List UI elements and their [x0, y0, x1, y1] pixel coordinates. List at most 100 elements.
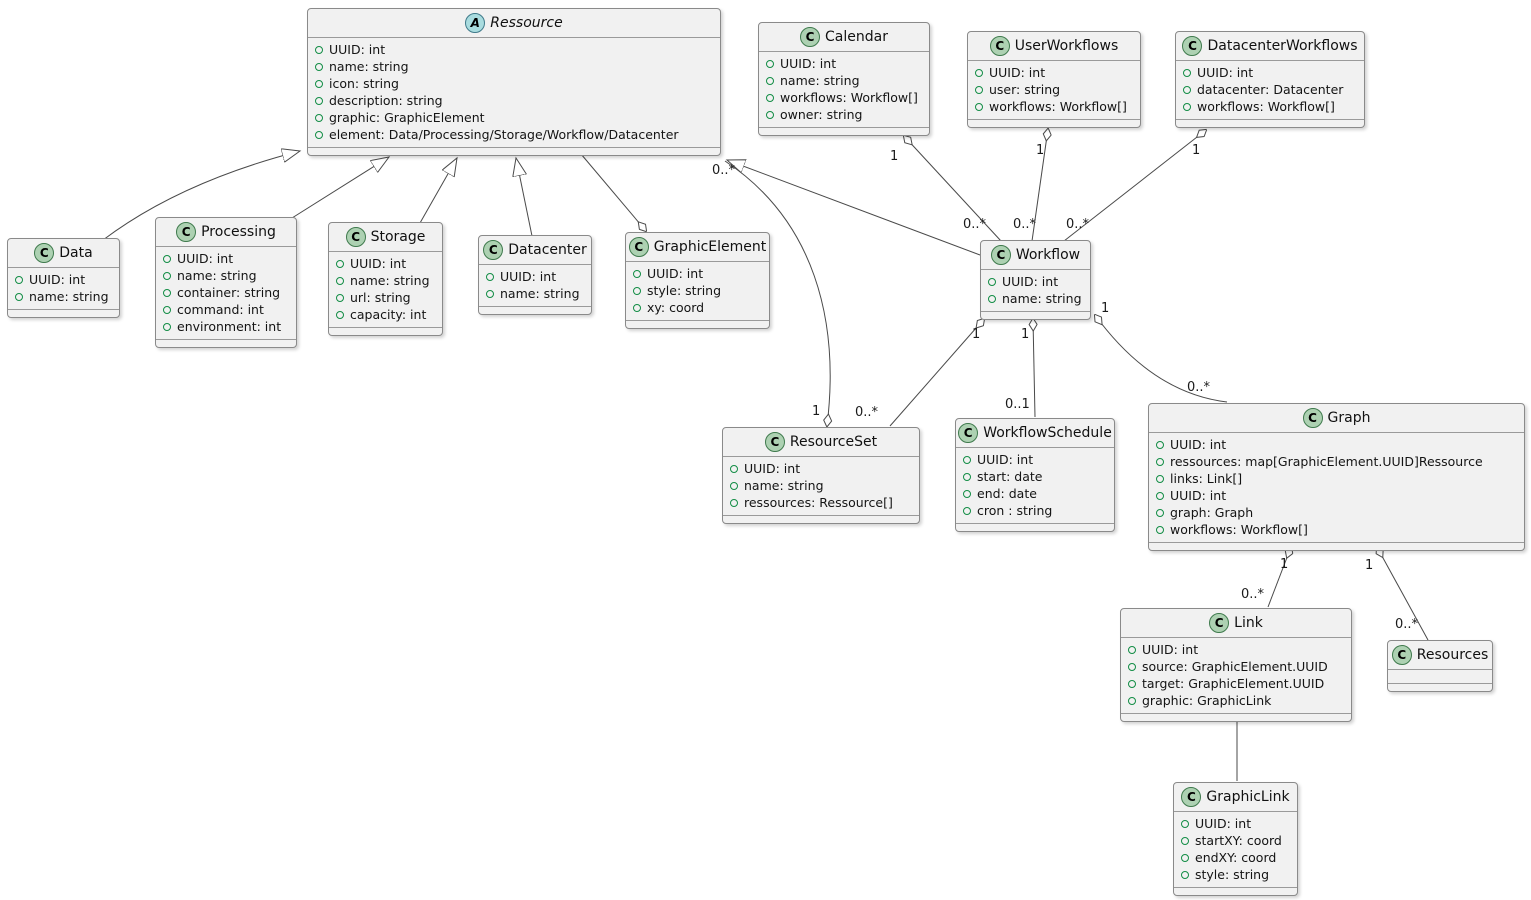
field-visibility-icon [1156, 474, 1164, 483]
class-attribute: name: string [329, 272, 442, 289]
attribute-text: UUID: int [1170, 437, 1227, 452]
class-attribute: UUID: int [626, 265, 769, 282]
field-visibility-icon [1183, 68, 1191, 77]
attribute-text: container: string [177, 285, 281, 300]
field-visibility-icon [315, 79, 323, 88]
class-attribute: element: Data/Processing/Storage/Workflo… [308, 126, 720, 143]
edge-workflow-aggregates-resourceset [889, 319, 984, 427]
class-attribute: capacity: int [329, 306, 442, 323]
class-attribute: datacenter: Datacenter [1176, 81, 1364, 98]
attribute-text: owner: string [780, 107, 863, 122]
class-name: ResourceSet [789, 434, 878, 450]
class-attribute: startXY: coord [1174, 832, 1297, 849]
attribute-text: name: string [329, 59, 409, 74]
class-attribute: name: string [479, 285, 591, 302]
attribute-text: capacity: int [350, 307, 427, 322]
edge-data-extends-ressource [102, 151, 300, 241]
class-name: GraphicLink [1206, 789, 1290, 805]
edge-workflow-aggregates-workflowschedule [1033, 319, 1035, 418]
class-attribute: UUID: int [308, 41, 720, 58]
class-attribute: UUID: int [156, 250, 296, 267]
class-icon: C [34, 243, 55, 263]
class-attribute: name: string [723, 477, 919, 494]
class-name: Data [59, 245, 93, 261]
attribute-text: datacenter: Datacenter [1197, 82, 1344, 97]
edge-resourceset-aggregates-ressource [724, 160, 830, 426]
field-visibility-icon [1128, 662, 1136, 671]
field-visibility-icon [486, 272, 494, 281]
class-attribute: UUID: int [8, 271, 119, 288]
methods-compartment [968, 119, 1140, 127]
class-attribute: workflows: Workflow[] [968, 98, 1140, 115]
methods-compartment [8, 309, 119, 317]
edge-calendar-aggregates-workflow [904, 136, 1002, 242]
field-visibility-icon [1181, 836, 1189, 845]
class-attribute: endXY: coord [1174, 849, 1297, 866]
class-attribute: UUID: int [1149, 487, 1524, 504]
class-attribute: UUID: int [479, 268, 591, 285]
class-attribute: owner: string [759, 106, 929, 123]
field-visibility-icon [1183, 85, 1191, 94]
class-name: Resources [1416, 647, 1489, 663]
class-icon: C [1209, 613, 1230, 633]
class-icon: C [1181, 787, 1202, 807]
class-icon: C [628, 237, 649, 257]
edge-processing-extends-ressource [291, 157, 389, 219]
class-name: DatacenterWorkflows [1207, 38, 1358, 54]
field-visibility-icon [1183, 102, 1191, 111]
field-visibility-icon [15, 275, 23, 284]
class-name: Link [1234, 615, 1263, 631]
class-attribute: name: string [156, 267, 296, 284]
class-icon: C [800, 27, 821, 47]
multiplicity-label: 1 [1101, 301, 1109, 316]
field-visibility-icon [336, 310, 344, 319]
class-attribute: UUID: int [723, 460, 919, 477]
multiplicity-label: 0..* [712, 163, 736, 178]
class-attribute: url: string [329, 289, 442, 306]
class-attribute: name: string [759, 72, 929, 89]
field-visibility-icon [1156, 525, 1164, 534]
field-visibility-icon [988, 277, 996, 286]
class-icon: C [990, 245, 1011, 265]
field-visibility-icon [1181, 870, 1189, 879]
class-attribute: description: string [308, 92, 720, 109]
field-visibility-icon [163, 254, 171, 263]
field-visibility-icon [1156, 457, 1164, 466]
class-attribute: graphic: GraphicLink [1121, 692, 1351, 709]
edge-workflow-extends-ressource [727, 160, 981, 256]
attribute-text: graphic: GraphicElement [329, 110, 485, 125]
attribute-text: UUID: int [977, 452, 1034, 467]
class-attribute: UUID: int [1149, 436, 1524, 453]
multiplicity-label: 1 [972, 327, 980, 342]
attribute-text: xy: coord [647, 300, 705, 315]
class-attribute: ressources: map[GraphicElement.UUID]Ress… [1149, 453, 1524, 470]
multiplicity-label: 0..1 [1005, 397, 1030, 412]
methods-compartment [479, 306, 591, 314]
field-visibility-icon [15, 292, 23, 301]
attribute-text: name: string [744, 478, 824, 493]
methods-compartment [981, 311, 1090, 319]
attribute-text: end: date [977, 486, 1037, 501]
field-visibility-icon [1181, 853, 1189, 862]
multiplicity-label: 0..* [1066, 217, 1090, 232]
methods-compartment [1121, 713, 1351, 721]
attribute-text: UUID: int [1002, 274, 1059, 289]
attribute-text: name: string [350, 273, 430, 288]
multiplicity-label: 0..* [1395, 617, 1419, 632]
